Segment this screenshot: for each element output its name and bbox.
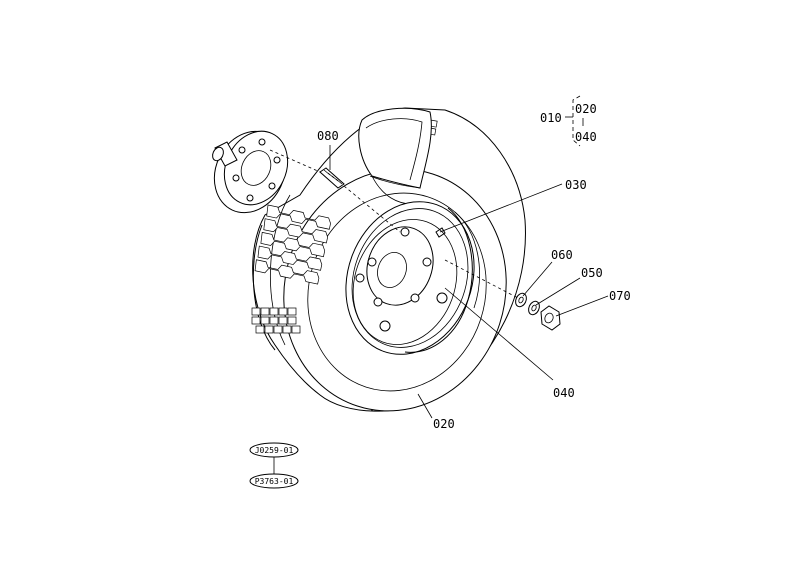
callout-020: 020 — [433, 417, 455, 431]
callout-labels: 010 020 040 080 030 060 050 070 040 020 — [317, 102, 631, 431]
lock-washer-050 — [528, 300, 540, 316]
callout-040: 040 — [553, 386, 575, 400]
reference-b: P3763-01 — [255, 477, 294, 486]
reference-oval-b — [249, 473, 299, 489]
callout-040-top: 040 — [575, 130, 597, 144]
callout-060: 060 — [551, 248, 573, 262]
stud-bolt — [319, 167, 345, 189]
stray-dot — [371, 409, 373, 411]
callout-070: 070 — [609, 289, 631, 303]
reference-oval-a — [249, 442, 299, 458]
callout-010: 010 — [540, 111, 562, 125]
washer-060 — [515, 292, 527, 308]
callout-050: 050 — [581, 266, 603, 280]
wheel-rim — [345, 201, 480, 355]
nut-070 — [540, 305, 561, 331]
reference-a: J0259-01 — [255, 446, 294, 455]
callout-080: 080 — [317, 129, 339, 143]
tire-cutaway-section — [358, 107, 432, 205]
callout-030: 030 — [565, 178, 587, 192]
callout-020-top: 020 — [575, 102, 597, 116]
reference-badges: J0259-01 P3763-01 — [249, 442, 299, 489]
leader-lines — [269, 95, 609, 476]
hub-flange — [212, 130, 289, 214]
